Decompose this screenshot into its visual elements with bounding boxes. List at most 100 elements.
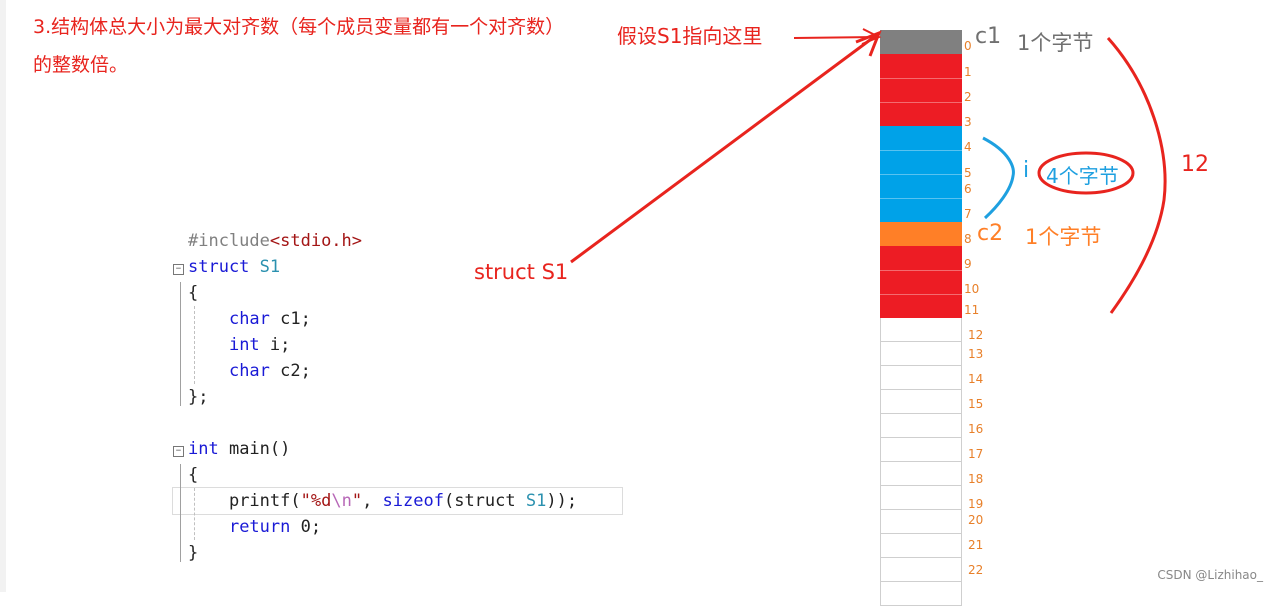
mem-index-label: 1 [964,65,972,79]
pointer-arrow-head [861,28,882,45]
mem-byte-separator [880,294,962,295]
mem-index-label: 8 [964,232,972,246]
mem-index-label: 3 [964,115,972,129]
code-quote: " [351,491,363,511]
code-line-5: int i; [173,332,622,358]
mem-cell-empty [880,366,962,390]
code-line-1: #include<stdio.h> [173,228,622,254]
code-line-6: char c2; [173,358,622,384]
code-struct-ref: S1 [525,491,547,511]
member-size-c1: 1个字节 [1017,31,1094,55]
code-struct-word: (struct [443,491,526,511]
mem-byte-separator [880,102,962,103]
code-line-11: printf("%d\n", sizeof(struct S1)); [172,487,623,515]
mem-byte-separator [880,174,962,175]
pointer-arrow-line [793,36,879,39]
code-open-brace: { [188,283,199,303]
mem-index-label: 21 [968,538,984,552]
code-member-c1: c1; [269,309,311,329]
code-include-file: <stdio.h> [269,231,363,251]
watermark: CSDN @Lizhihao_ [1157,568,1263,582]
mem-index-label: 10 [964,282,980,296]
mem-index-label: 5 [964,166,972,180]
member-name-c1: c1 [975,24,1002,49]
mem-byte-separator [880,198,962,199]
struct-arrow-head [855,30,882,57]
code-line-3: { [173,280,622,306]
code-escape: \n [331,491,352,511]
code-line-13: } [173,540,622,566]
member-size-i: 4个字节 [1046,164,1119,188]
mem-cell-empty [880,534,962,558]
code-line-4: char c1; [173,306,622,332]
mem-cell-empty [880,558,962,582]
mem-index-label: 13 [968,347,984,361]
mem-cell-empty [880,582,962,606]
code-sizeof: sizeof [382,491,444,511]
code-return-keyword: return [228,517,291,537]
mem-cell-empty [880,342,962,366]
struct-label: struct S1 [474,260,569,284]
mem-index-label: 17 [968,447,984,461]
collapse-icon[interactable]: − [173,446,184,457]
mem-cell-i [880,126,962,222]
indent-guide-main [194,488,195,540]
code-line-12: return 0; [173,514,622,540]
mem-index-label: 2 [964,90,972,104]
total-size-label: 12 [1181,152,1209,177]
alignment-rule-text: 3.结构体总大小为最大对齐数（每个成员变量都有一个对齐数）的整数倍。 [33,16,565,76]
code-function-name: main() [218,439,291,459]
mem-index-label: 16 [968,422,984,436]
code-line-8 [173,410,622,436]
mem-index-label: 6 [964,182,972,196]
mem-index-label: 12 [968,328,984,342]
member-name-i: i [1023,158,1030,183]
code-line-7: }; [173,384,622,410]
code-line-2: −struct S1 [173,254,622,280]
mem-index-label: 15 [968,397,984,411]
code-printf: printf( [228,491,301,511]
indent-guide-struct [194,306,195,384]
mem-cell-empty [880,414,962,438]
code-include-directive: #include [188,231,270,251]
code-format-string: "%d [300,491,332,511]
mem-index-label: 4 [964,140,972,154]
mem-index-label: 22 [968,563,984,577]
mem-byte-separator [880,150,962,151]
code-close-brace: }; [188,387,209,407]
code-close-paren: )); [546,491,578,511]
code-return-type: int [188,439,219,459]
code-open-brace: { [188,465,199,485]
mem-cell-padding-1 [880,54,962,126]
mem-byte-separator [880,78,962,79]
code-member-i: i; [259,335,291,355]
mem-index-label: 18 [968,472,984,486]
code-type-keyword: int [228,335,260,355]
pointer-note: 假设S1指向这里 [617,24,763,48]
code-return-value: 0; [290,517,322,537]
mem-index-label: 20 [968,513,984,527]
mem-index-label: 19 [968,497,984,511]
collapse-icon[interactable]: − [173,264,184,275]
code-struct-keyword: struct [188,257,250,277]
code-comma: , [362,491,383,511]
fold-guide-main [180,464,181,562]
mem-index-label: 0 [964,39,972,53]
member-name-c2: c2 [977,221,1004,246]
mem-cell-c1 [880,30,962,54]
mem-cell-c2 [880,222,962,246]
code-type-keyword: char [228,309,270,329]
mem-cell-empty [880,462,962,486]
mem-index-label: 11 [964,303,980,317]
code-member-c2: c2; [269,361,311,381]
code-line-10: { [173,462,622,488]
mem-cell-empty [880,438,962,462]
mem-index-label: 9 [964,257,972,271]
mem-index-label: 7 [964,207,972,221]
code-editor: #include<stdio.h> −struct S1 { char c1; … [172,228,623,566]
left-window-edge [0,0,6,592]
mem-cell-padding-2 [880,246,962,318]
code-struct-name: S1 [249,257,281,277]
member-size-c2: 1个字节 [1025,225,1102,249]
mem-cell-empty [880,318,962,342]
